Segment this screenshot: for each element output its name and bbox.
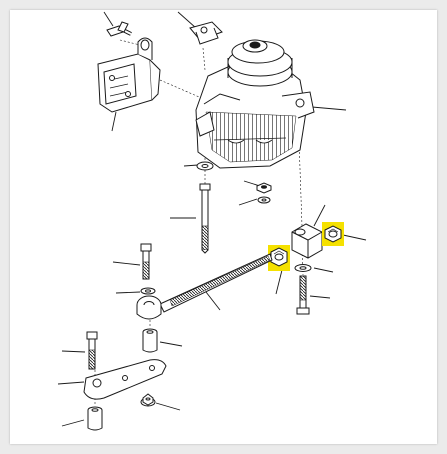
washer-right (294, 264, 312, 272)
sleeve (87, 406, 103, 431)
washer-upper (196, 161, 214, 171)
diagram-panel (10, 10, 437, 444)
bolt-right (296, 275, 310, 315)
nut-upper (256, 182, 272, 194)
washer-left (140, 287, 156, 295)
leader-lines (57, 11, 367, 427)
bolt-lower-left (86, 331, 98, 370)
hex-nut-center (268, 245, 290, 271)
spacer-block (291, 223, 323, 259)
bolt-left (140, 243, 152, 280)
clip-top (189, 21, 223, 45)
screw-detail (117, 21, 129, 33)
lower-bracket (83, 359, 167, 400)
bushing (142, 328, 158, 353)
hex-nut-upper-right (322, 222, 344, 246)
adjusting-rod (136, 253, 273, 320)
flange-nut (140, 393, 156, 407)
washer-small (257, 196, 271, 204)
exploded-parts-diagram (57, 11, 367, 431)
alternator (195, 39, 315, 169)
long-bolt (199, 183, 211, 254)
upper-bracket (97, 37, 161, 113)
